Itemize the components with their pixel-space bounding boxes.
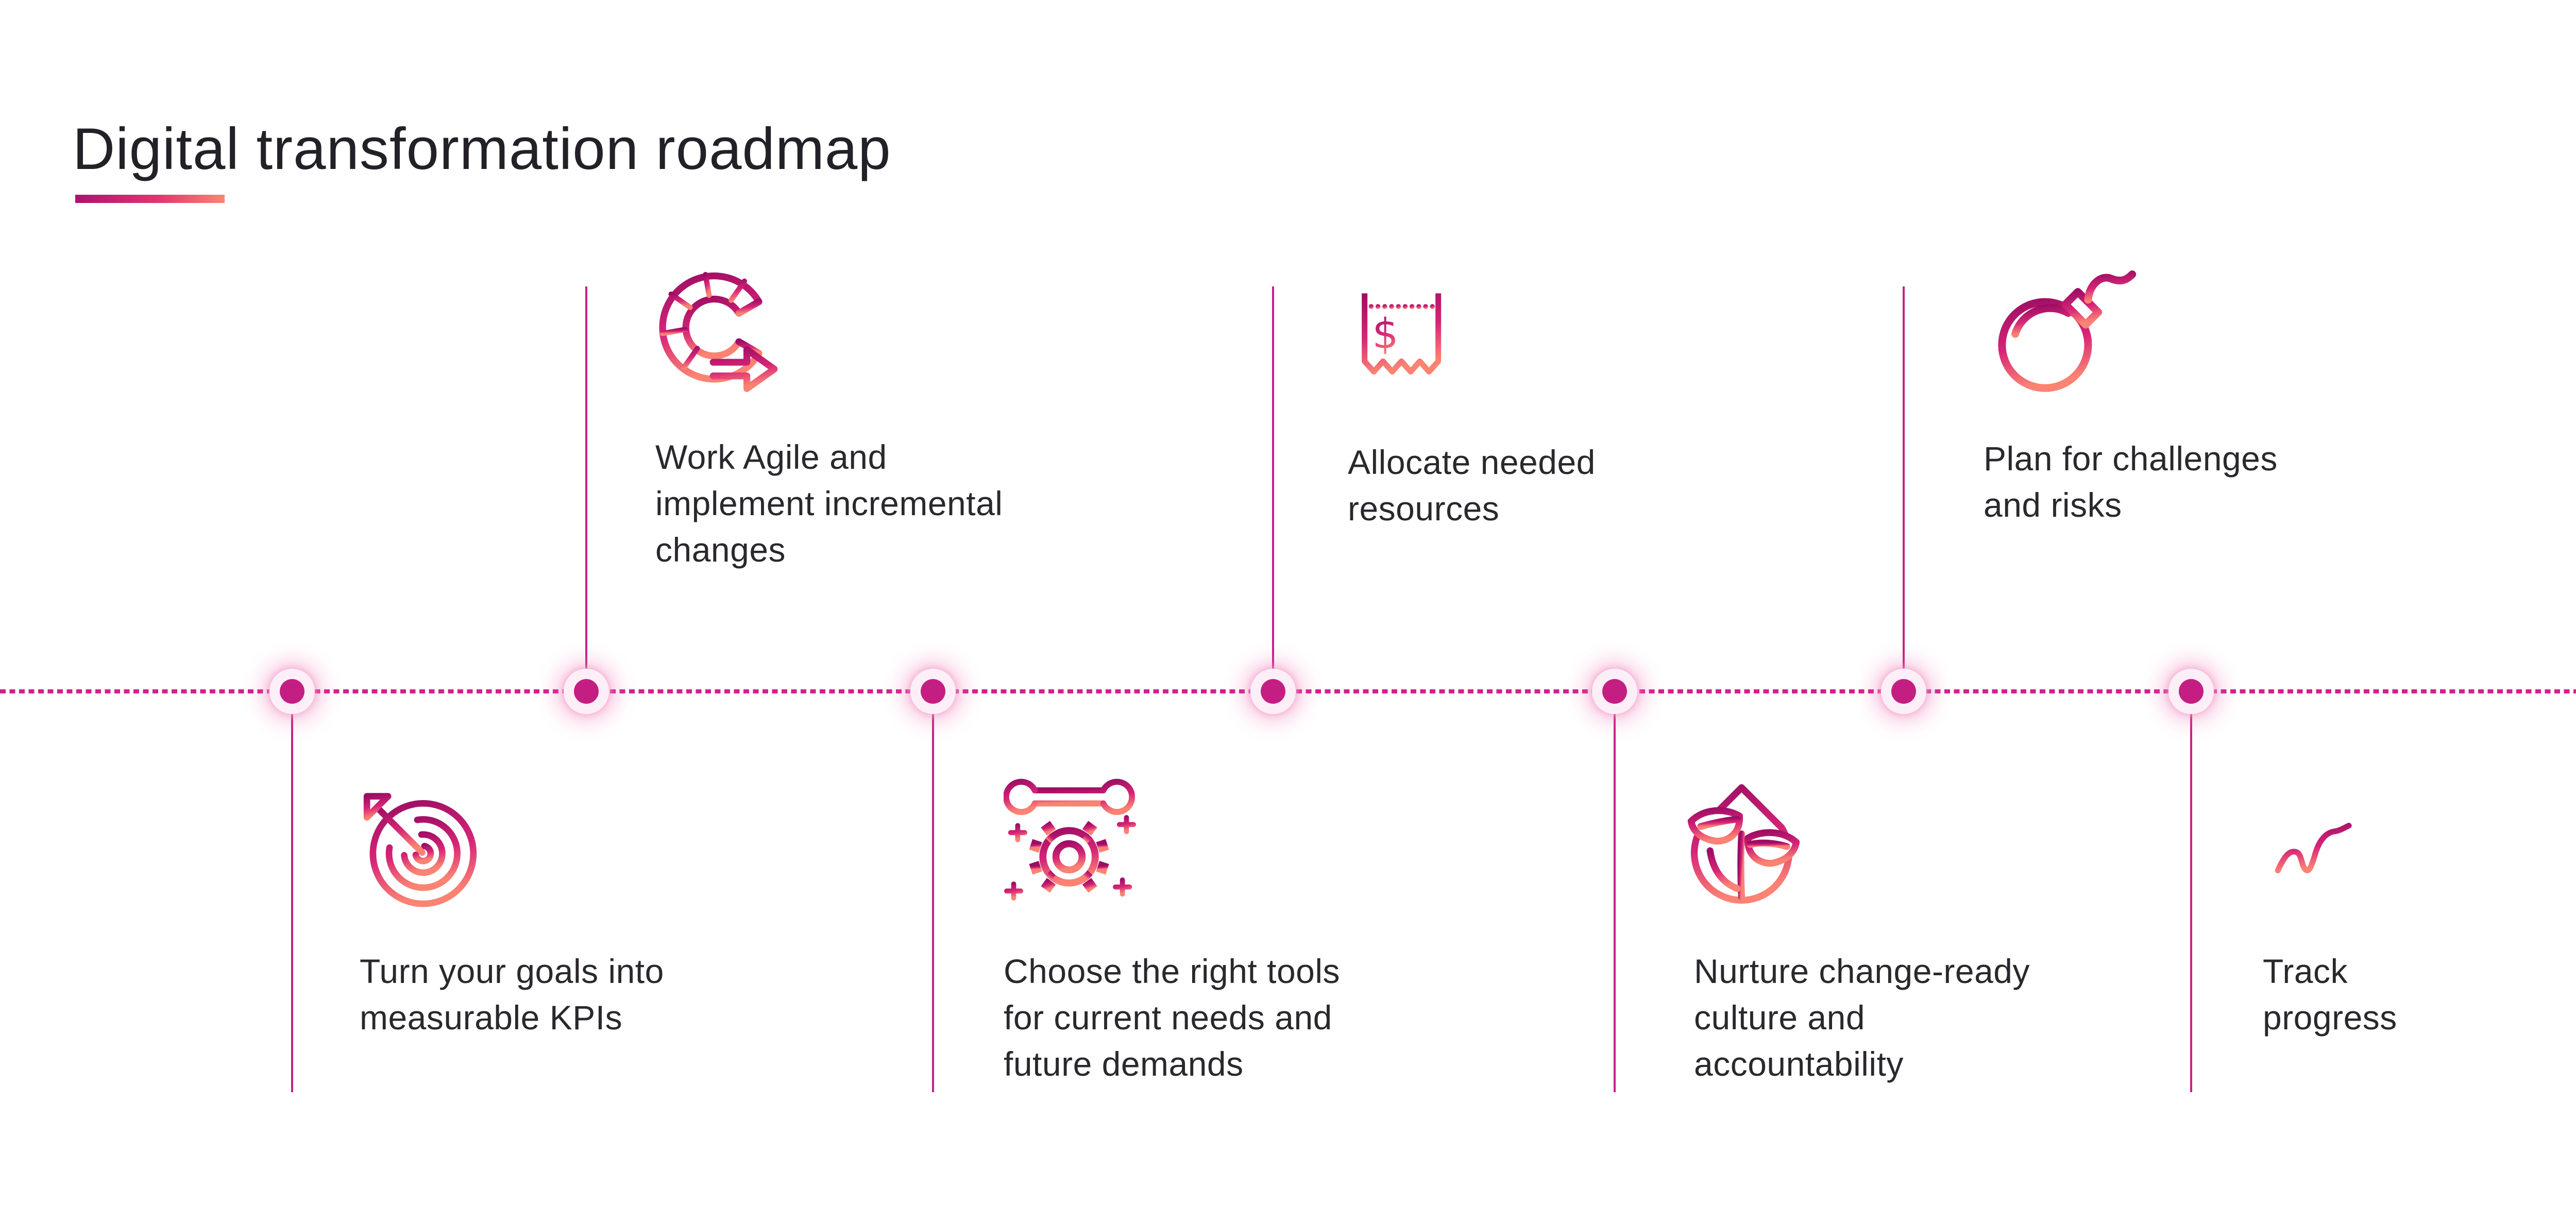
invoice-receipt-icon: $: [1346, 278, 1459, 392]
line-chart-icon: [2265, 804, 2363, 905]
timeline-dot: [2179, 679, 2204, 704]
gear-wrench-icon: [1004, 767, 1137, 907]
timeline-dot: [280, 679, 304, 704]
target-arrow-icon: [360, 789, 481, 908]
timeline-dot: [1261, 679, 1285, 704]
connector-line: [291, 693, 293, 1092]
timeline-node: [1592, 669, 1637, 714]
timeline-node: [1881, 669, 1926, 714]
connector-line: [1903, 286, 1905, 689]
timeline-dot: [1891, 679, 1916, 704]
title-accent-bar: [75, 195, 225, 203]
connector-line: [1272, 286, 1274, 689]
timeline-node: [269, 669, 315, 714]
timeline-node: [1250, 669, 1296, 714]
roadmap-item-label: Turn your goals into measurable KPIs: [360, 952, 664, 1037]
connector-line: [1614, 693, 1616, 1092]
connector-line: [585, 286, 587, 689]
agile-cycle-arrow-icon: [658, 270, 779, 399]
roadmap-item-label: Work Agile and implement incremental cha…: [655, 438, 1003, 569]
sprout-leaf-icon: [1681, 779, 1807, 908]
bomb-icon: [1988, 260, 2142, 397]
roadmap-item-label: Nurture change-ready culture and account…: [1694, 952, 2030, 1083]
timeline-node: [2168, 669, 2214, 714]
roadmap-item-label: Allocate needed resources: [1348, 443, 1596, 528]
page-title: Digital transformation roadmap: [73, 116, 891, 182]
timeline-node: [910, 669, 956, 714]
roadmap-item-label: Choose the right tools for current needs…: [1004, 952, 1341, 1083]
roadmap-item-label: Track progress: [2263, 952, 2397, 1037]
timeline-dot: [1602, 679, 1627, 704]
connector-line: [932, 693, 934, 1092]
timeline-dot: [921, 679, 945, 704]
connector-line: [2190, 693, 2192, 1092]
roadmap-item-label: Plan for challenges and risks: [1984, 439, 2278, 524]
timeline-node: [564, 669, 609, 714]
timeline-dot: [574, 679, 599, 704]
svg-text:$: $: [1372, 310, 1398, 359]
